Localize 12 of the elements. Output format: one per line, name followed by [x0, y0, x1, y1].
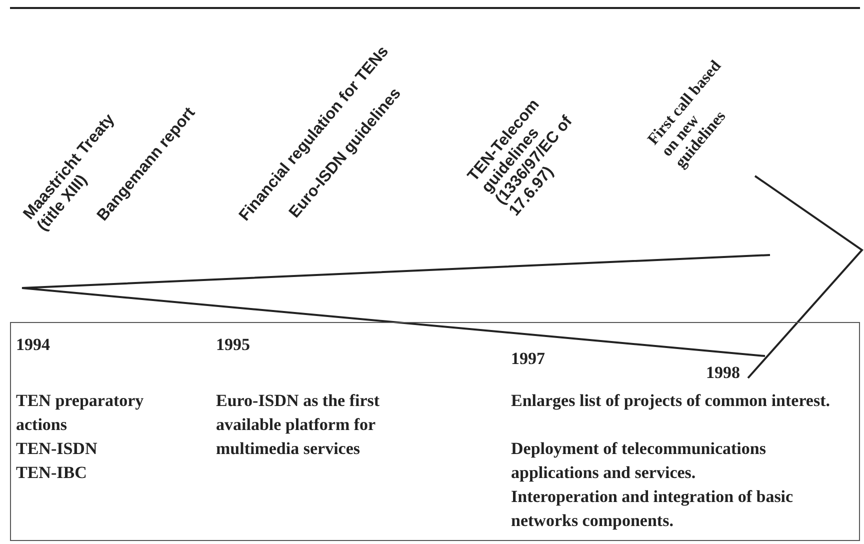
- description-text: Euro-ISDN as the first available platform for multimedia services: [216, 390, 381, 460]
- timeline-table-box: [10, 322, 860, 541]
- description-text: Enlarges list of projects of common interest.: [511, 390, 831, 412]
- year-label: 1994: [16, 334, 51, 356]
- description-text: TEN preparatory actions: [16, 390, 145, 436]
- year-label: 1995: [216, 334, 251, 356]
- description-text: Interoperation and integration of basic networks components.: [511, 486, 794, 532]
- year-label: 1998: [706, 362, 741, 384]
- year-label: 1997: [511, 348, 546, 370]
- description-text: TEN-ISDN: [16, 438, 98, 460]
- description-text: Deployment of telecommunications applications and services.: [511, 438, 767, 484]
- description-text: TEN-IBC: [16, 462, 88, 484]
